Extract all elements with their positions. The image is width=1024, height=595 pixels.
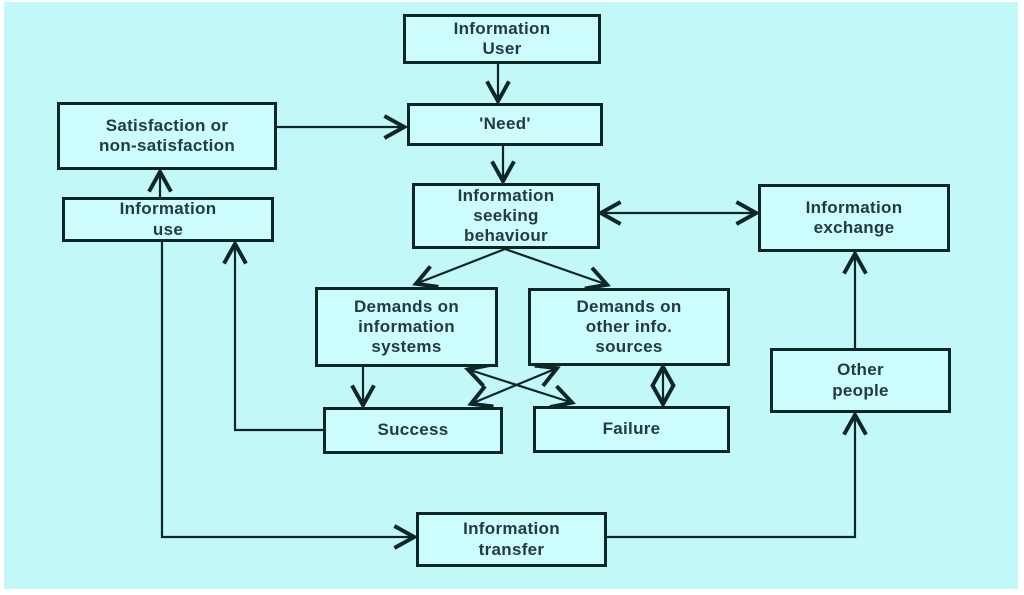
node-success: Success bbox=[323, 407, 503, 454]
node-demands-other-sources: Demands on other info. sources bbox=[528, 288, 730, 366]
node-failure: Failure bbox=[533, 406, 730, 453]
node-information-exchange: Information exchange bbox=[758, 184, 950, 252]
node-need: 'Need' bbox=[407, 103, 603, 146]
node-satisfaction: Satisfaction or non-satisfaction bbox=[57, 102, 277, 170]
node-other-people: Other people bbox=[770, 348, 951, 413]
node-information-transfer: Information transfer bbox=[416, 512, 607, 567]
node-demands-information-systems: Demands on information systems bbox=[315, 287, 498, 367]
node-information-user: Information User bbox=[403, 14, 601, 64]
node-information-use: Information use bbox=[62, 197, 274, 242]
node-information-seeking-behaviour: Information seeking behaviour bbox=[412, 183, 600, 249]
diagram-panel bbox=[4, 2, 1018, 589]
